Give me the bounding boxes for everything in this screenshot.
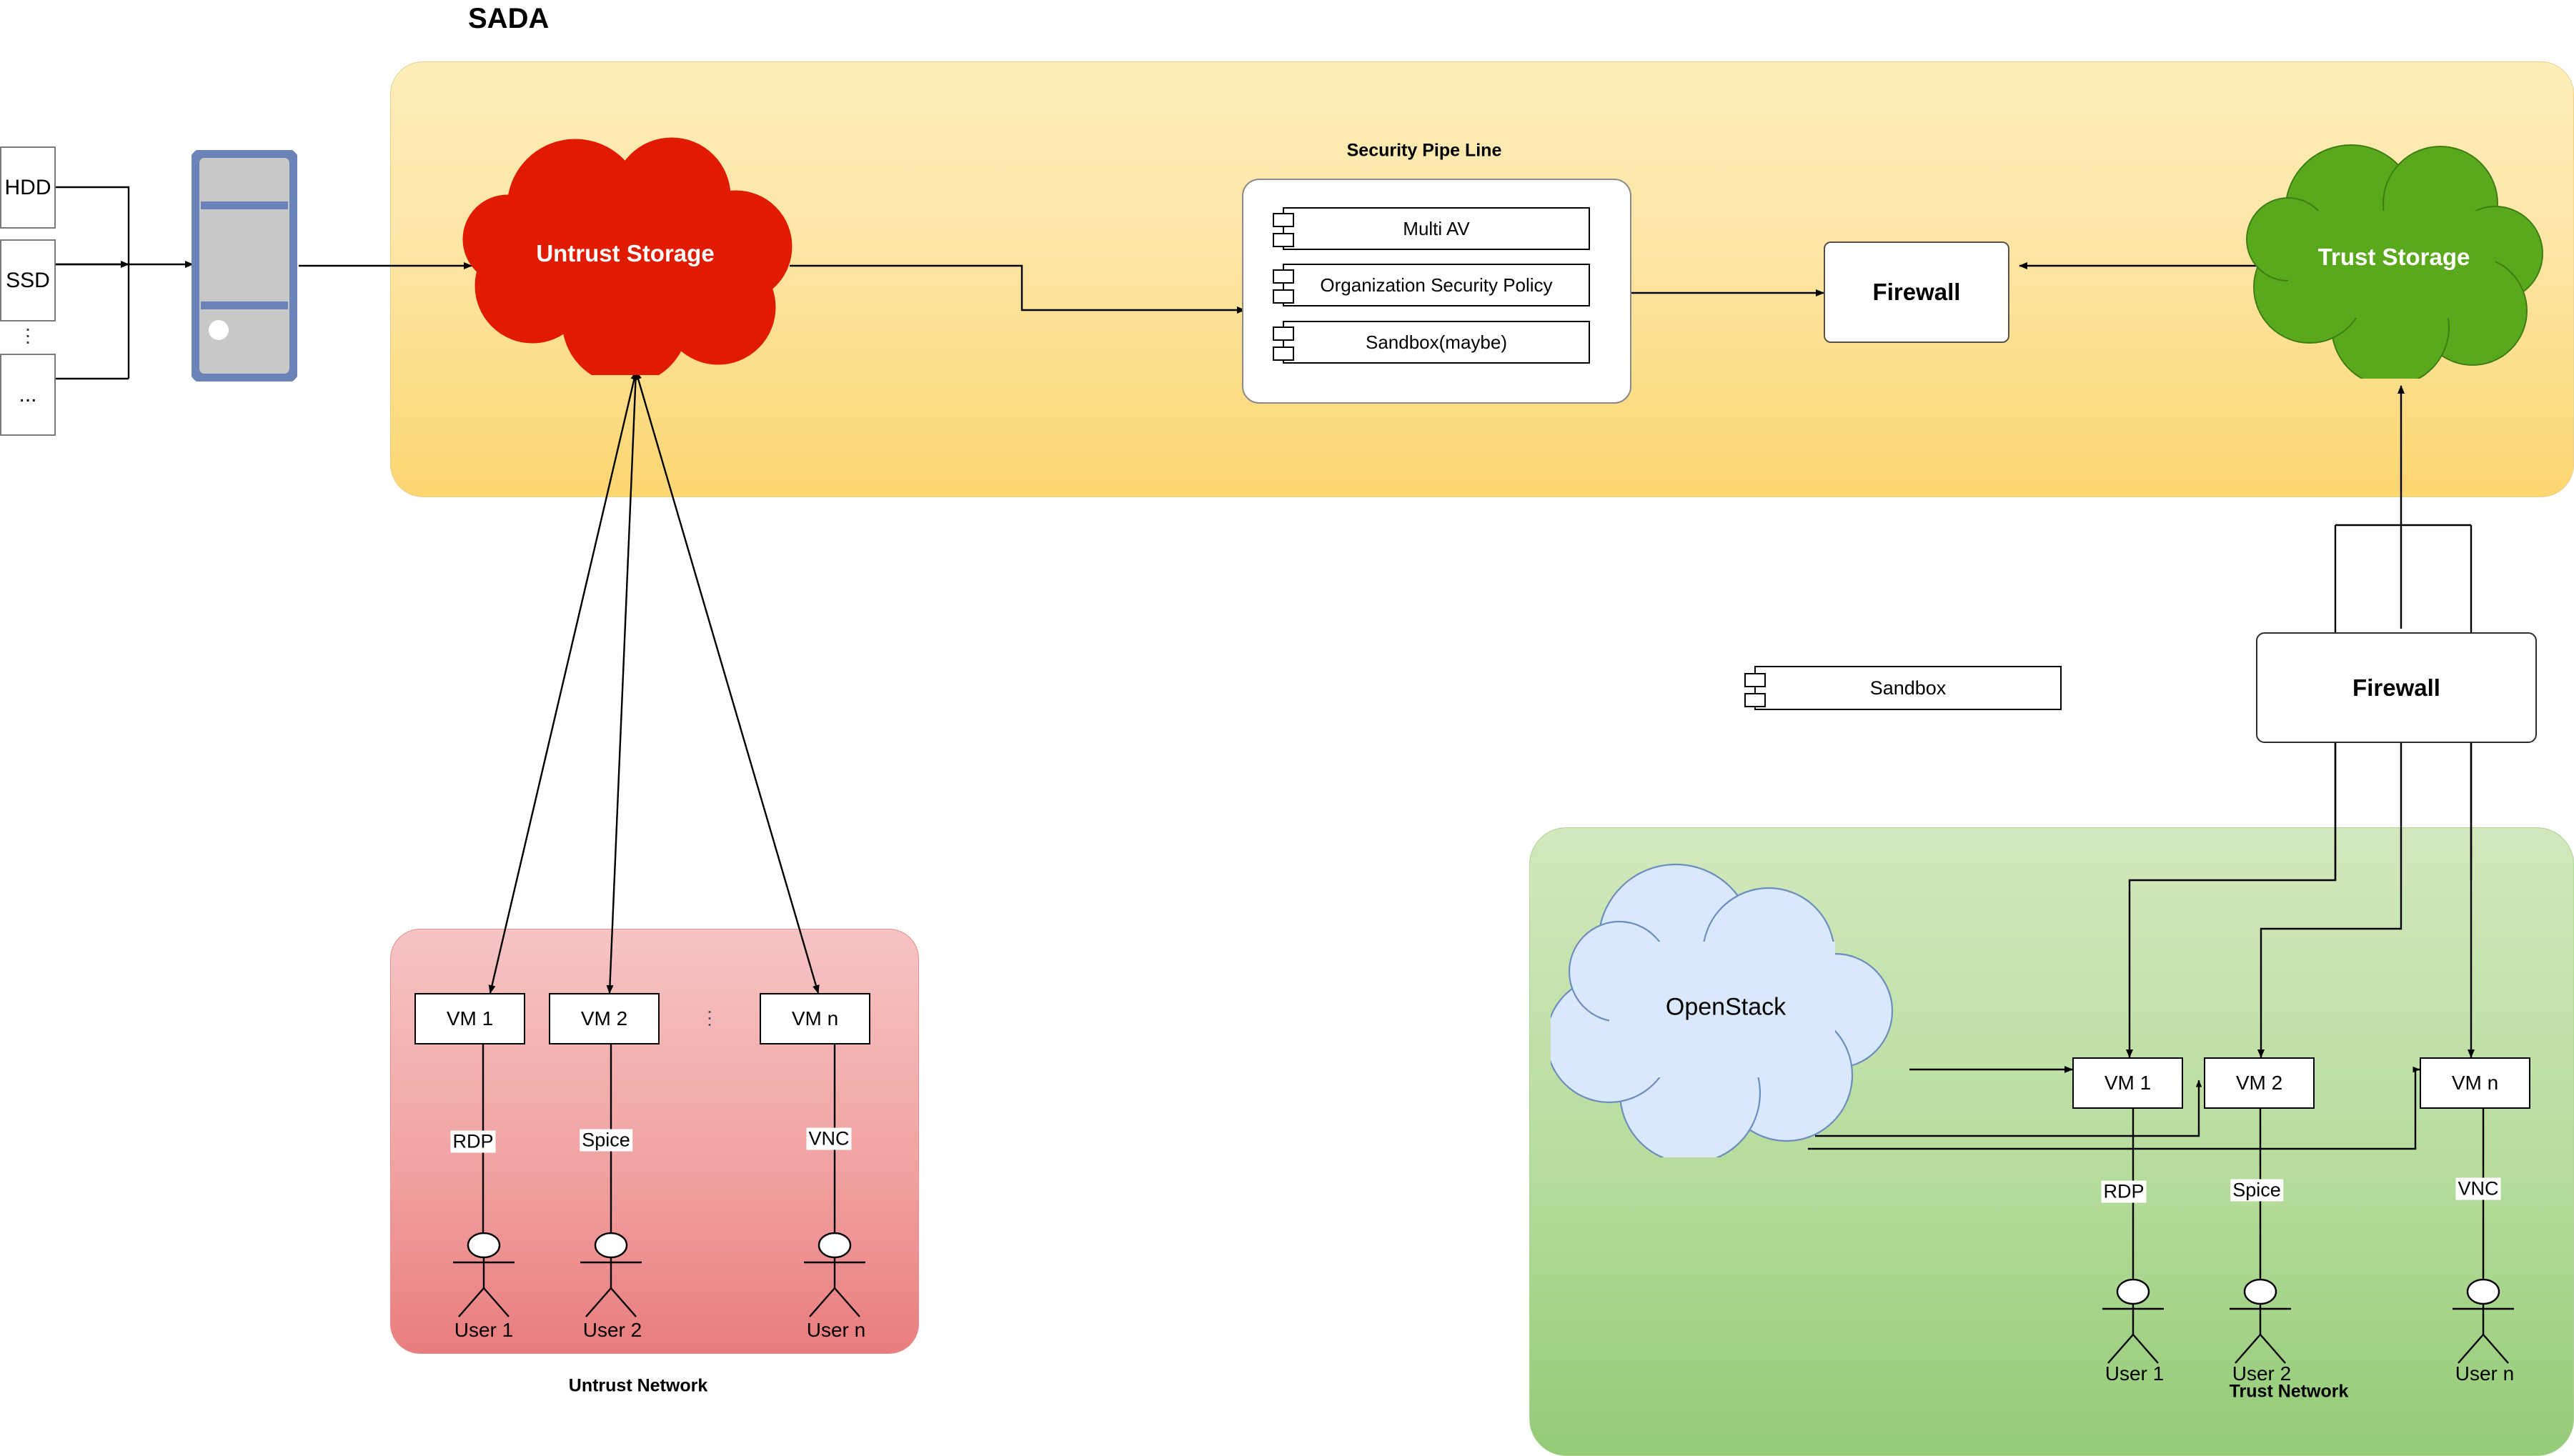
pipeline-stage-sandbox[interactable]: Sandbox(maybe) [1273,321,1590,364]
pipeline-stage-sandbox-label: Sandbox(maybe) [1366,331,1507,353]
trust-protocol-vnc: VNC [2455,1177,2501,1200]
openstack-label: OpenStack [1665,993,1787,1021]
untrust-protocol-vnc: VNC [806,1127,852,1150]
trust-user-2-label: User 2 [2232,1362,2292,1385]
untrust-user-2-avatar[interactable] [573,1232,649,1318]
untrust-vm-n[interactable]: VM n [760,993,870,1044]
trust-vm-n[interactable]: VM n [2420,1057,2530,1109]
trust-protocol-rdp: RDP [2101,1180,2147,1203]
untrust-user-n-label: User n [806,1319,866,1341]
component-tab-icon [1273,269,1294,284]
pipeline-stage-org-policy-label: Organization Security Policy [1320,274,1553,296]
lower-sandbox-label: Sandbox [1869,677,1947,699]
untrust-user-1-avatar[interactable] [446,1232,522,1318]
lower-sandbox-component[interactable]: Sandbox [1744,666,2062,710]
storage-media-ssd[interactable]: SSD [0,239,56,321]
trust-firewall-label: Firewall [2352,674,2440,701]
untrust-user-1-label: User 1 [454,1319,514,1341]
pipeline-stage-org-policy[interactable]: Organization Security Policy [1273,264,1590,306]
trust-storage-label: Trust Storage [2317,244,2470,270]
untrust-vm-1[interactable]: VM 1 [414,993,525,1044]
openstack-cloud[interactable]: OpenStack [1545,857,1901,1165]
untrust-storage-label: Untrust Storage [536,240,715,266]
untrust-network-caption: Untrust Network [568,1375,708,1396]
component-tab-icon [1744,673,1766,687]
storage-media-hdd-label: HDD [4,175,51,199]
storage-media-more[interactable]: ... [0,354,56,436]
trust-user-n-label: User n [2455,1362,2515,1385]
untrust-user-2-label: User 2 [582,1319,642,1341]
untrust-protocol-spice: Spice [580,1129,632,1152]
storage-media-ssd-label: SSD [6,268,50,292]
trust-vm-1[interactable]: VM 1 [2072,1057,2183,1109]
untrust-protocol-rdp: RDP [450,1130,496,1153]
trust-vm-1-label: VM 1 [2104,1072,2152,1094]
trust-user-1-label: User 1 [2105,1362,2165,1385]
storage-media-hdd[interactable]: HDD [0,146,56,229]
trust-storage-cloud[interactable]: Trust Storage [2244,136,2544,387]
component-tab-icon [1273,233,1294,247]
trust-protocol-spice: Spice [2230,1179,2283,1202]
storage-media-ellipsis-icon: ⋮ [19,324,37,346]
sada-firewall-label: Firewall [1872,279,1961,305]
untrust-vm-n-label: VM n [791,1007,839,1029]
untrust-vm-ellipsis-icon: ⋮ [700,1007,719,1029]
trust-vm-n-label: VM n [2451,1072,2499,1094]
component-tab-icon [1273,326,1294,341]
server-tower-icon [189,148,299,384]
sada-firewall-box[interactable]: Firewall [1824,241,2009,343]
trust-user-n-avatar[interactable] [2445,1278,2521,1365]
trust-user-2-avatar[interactable] [2222,1278,2298,1365]
component-tab-icon [1744,693,1766,707]
page-title: SADA [468,3,550,34]
pipeline-stage-multi-av[interactable]: Multi AV [1273,207,1590,250]
pipeline-stage-multi-av-label: Multi AV [1403,217,1470,239]
untrust-user-n-avatar[interactable] [797,1232,873,1318]
component-tab-icon [1273,289,1294,304]
untrust-vm-1-label: VM 1 [446,1007,494,1029]
trust-vm-2[interactable]: VM 2 [2204,1057,2315,1109]
untrust-storage-cloud[interactable]: Untrust Storage [457,132,793,385]
trust-user-1-avatar[interactable] [2095,1278,2171,1365]
untrust-vm-2[interactable]: VM 2 [549,993,660,1044]
trust-network-caption: Trust Network [2229,1381,2349,1402]
storage-media-more-label: ... [19,382,37,407]
component-tab-icon [1273,346,1294,361]
trust-vm-2-label: VM 2 [2235,1072,2283,1094]
security-pipeline-title: Security Pipe Line [1346,140,1502,161]
component-tab-icon [1273,213,1294,227]
trust-firewall-box[interactable]: Firewall [2256,632,2537,743]
untrust-vm-2-label: VM 2 [580,1007,628,1029]
